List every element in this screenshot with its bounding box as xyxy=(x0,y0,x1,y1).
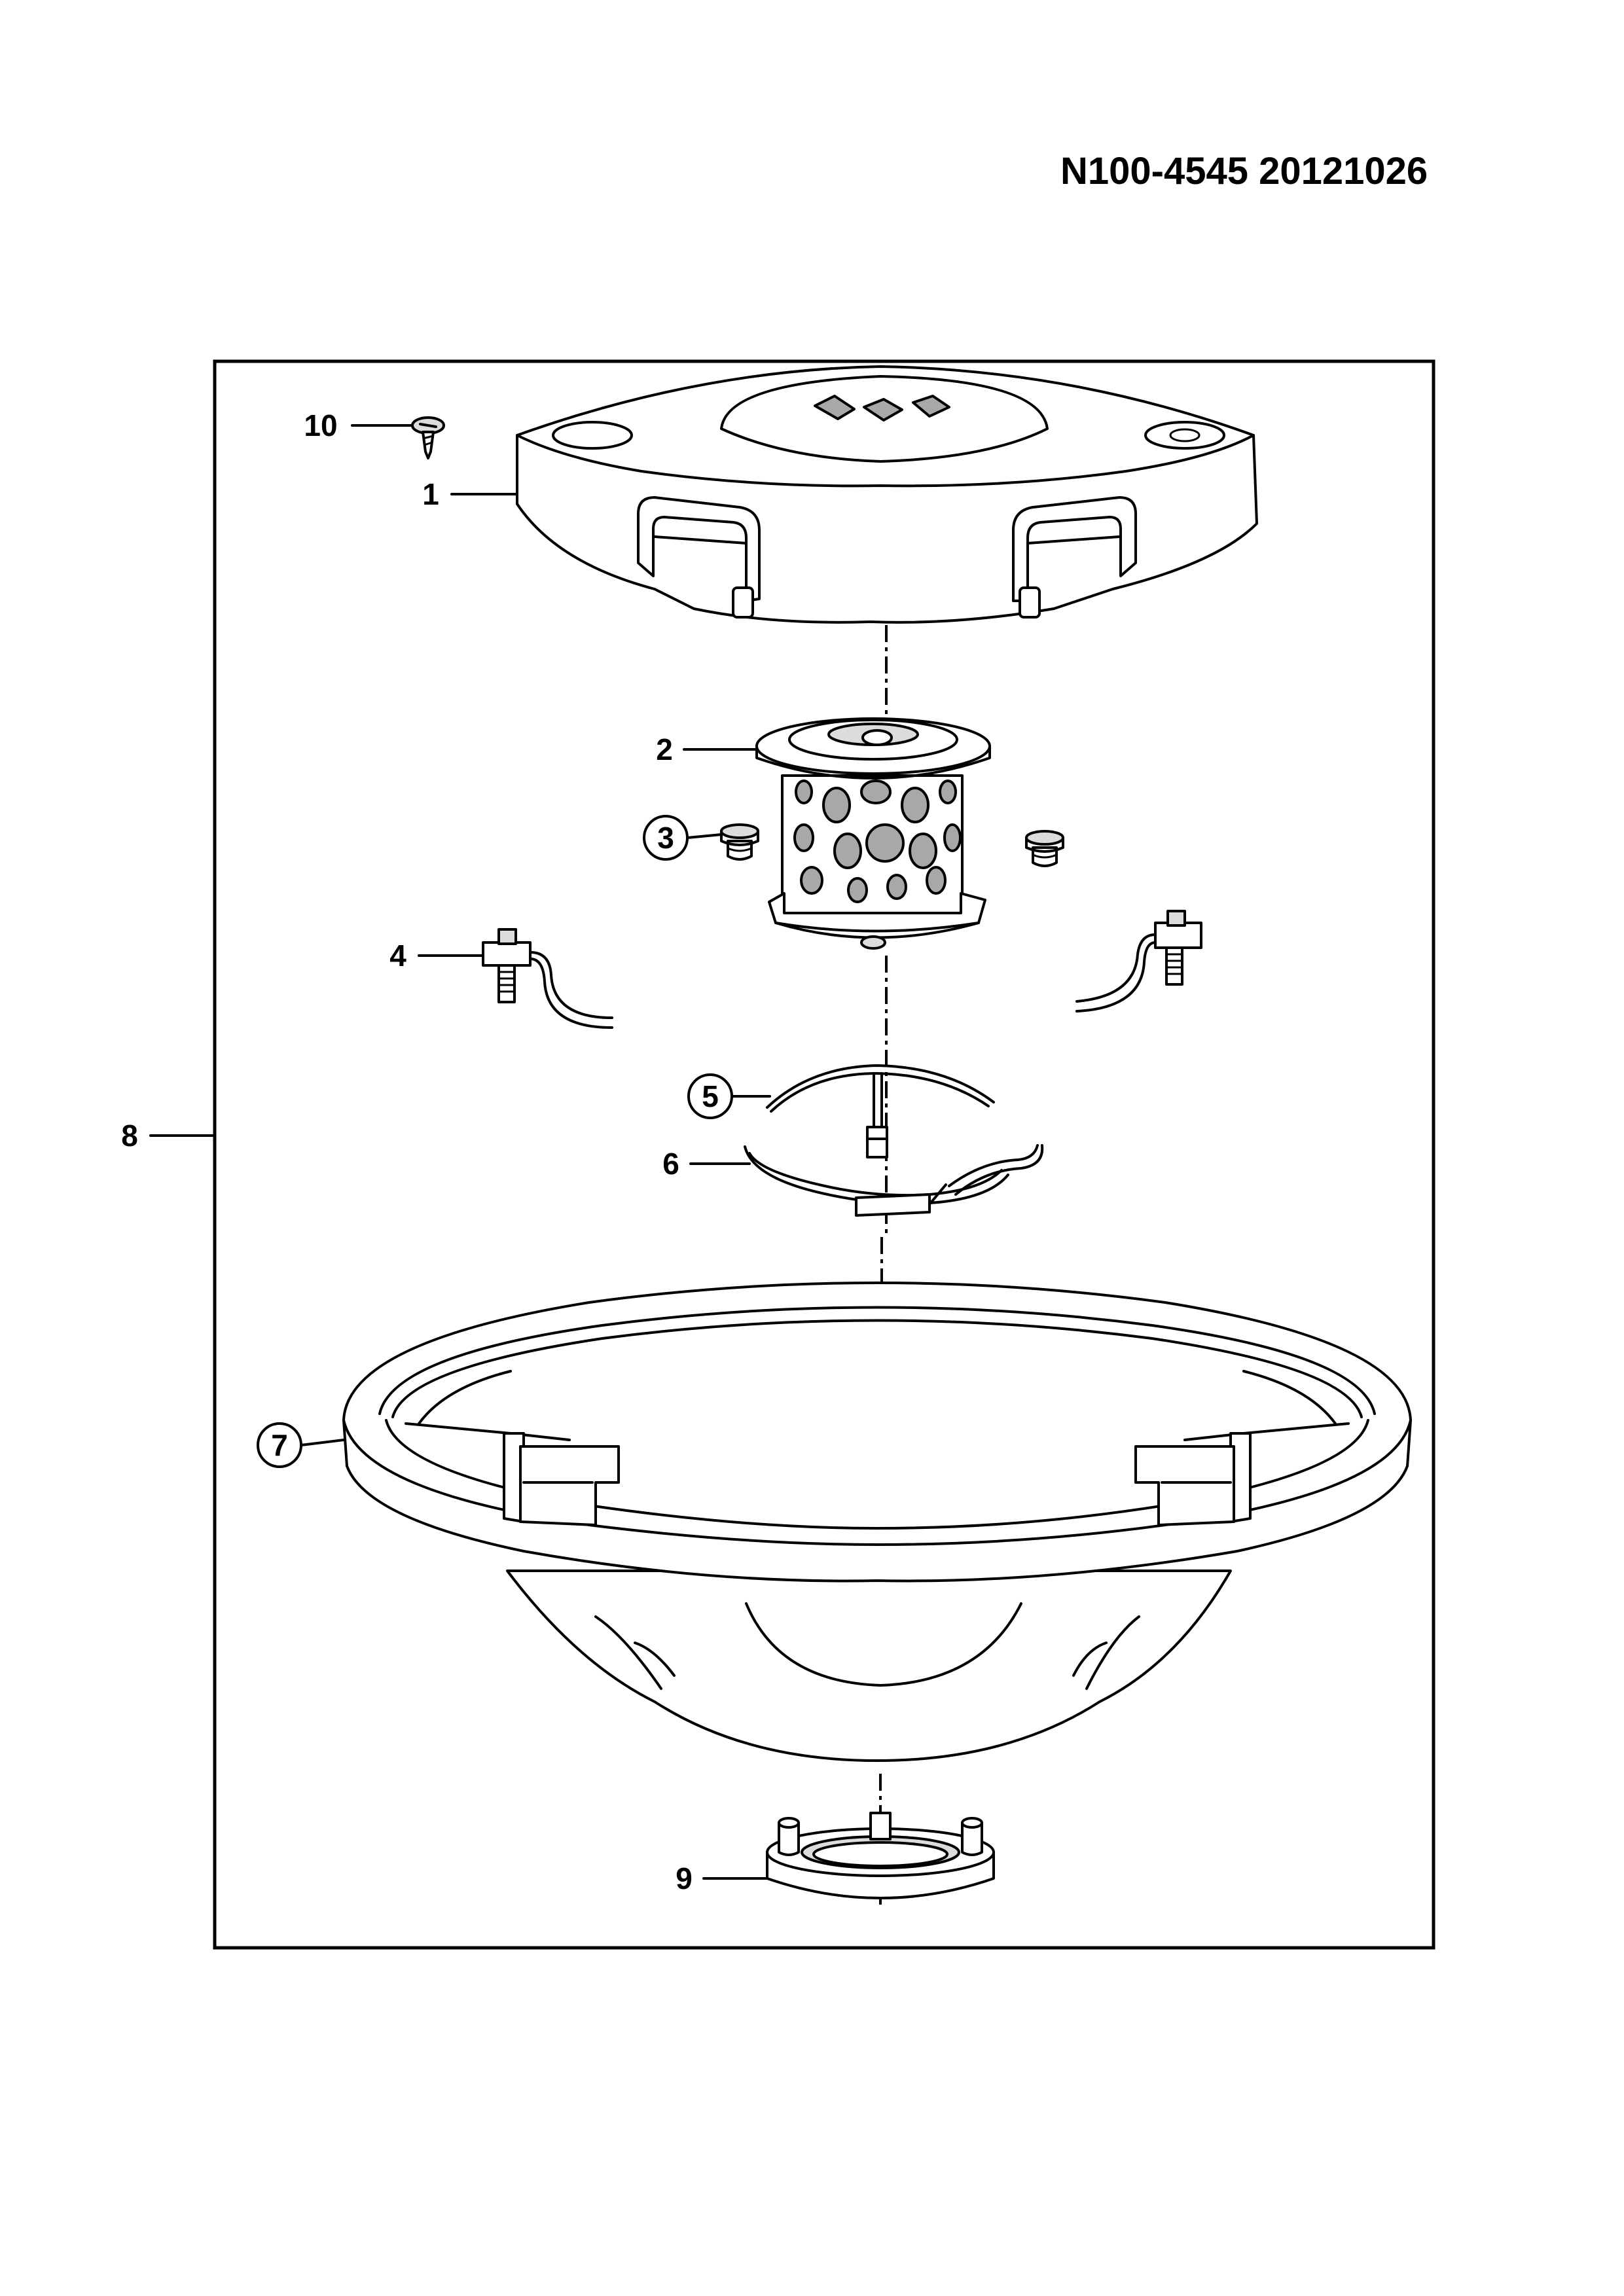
bowl-housing xyxy=(342,1282,1412,1762)
bottom-cap xyxy=(766,1812,995,1899)
callout-3: 3 xyxy=(657,821,674,855)
bracket-left xyxy=(482,928,613,1029)
assembly-frame xyxy=(213,359,1435,1950)
bracket-right xyxy=(1075,910,1202,1013)
upper-spring-clip xyxy=(766,1064,995,1158)
callout-7-circle xyxy=(257,1422,302,1468)
top-cover xyxy=(516,365,1258,624)
leader-lines xyxy=(149,424,771,1880)
callout-3-circle xyxy=(643,815,689,861)
callout-5: 5 xyxy=(702,1079,719,1113)
plug-right xyxy=(1025,830,1064,867)
callout-7: 7 xyxy=(271,1428,288,1462)
plug-left xyxy=(720,823,759,861)
callout-5-circle xyxy=(687,1073,733,1119)
lower-spring-clip xyxy=(744,1144,1044,1217)
callout-8: 8 xyxy=(121,1119,138,1153)
filter-basket xyxy=(755,717,991,950)
callouts: 10 1 2 3 4 5 6 7 8 9 xyxy=(121,408,733,1895)
callout-6: 6 xyxy=(662,1147,679,1181)
document-code: N100-4545 20121026 xyxy=(1060,150,1428,192)
callout-9: 9 xyxy=(676,1861,693,1895)
callout-2: 2 xyxy=(656,732,673,766)
small-screw xyxy=(411,416,445,459)
basket-holes xyxy=(793,780,962,903)
plug-pair xyxy=(720,823,1064,867)
callout-4: 4 xyxy=(389,939,406,973)
callout-10: 10 xyxy=(304,408,337,442)
callout-1: 1 xyxy=(422,477,439,511)
bracket-pair xyxy=(482,910,1202,1029)
